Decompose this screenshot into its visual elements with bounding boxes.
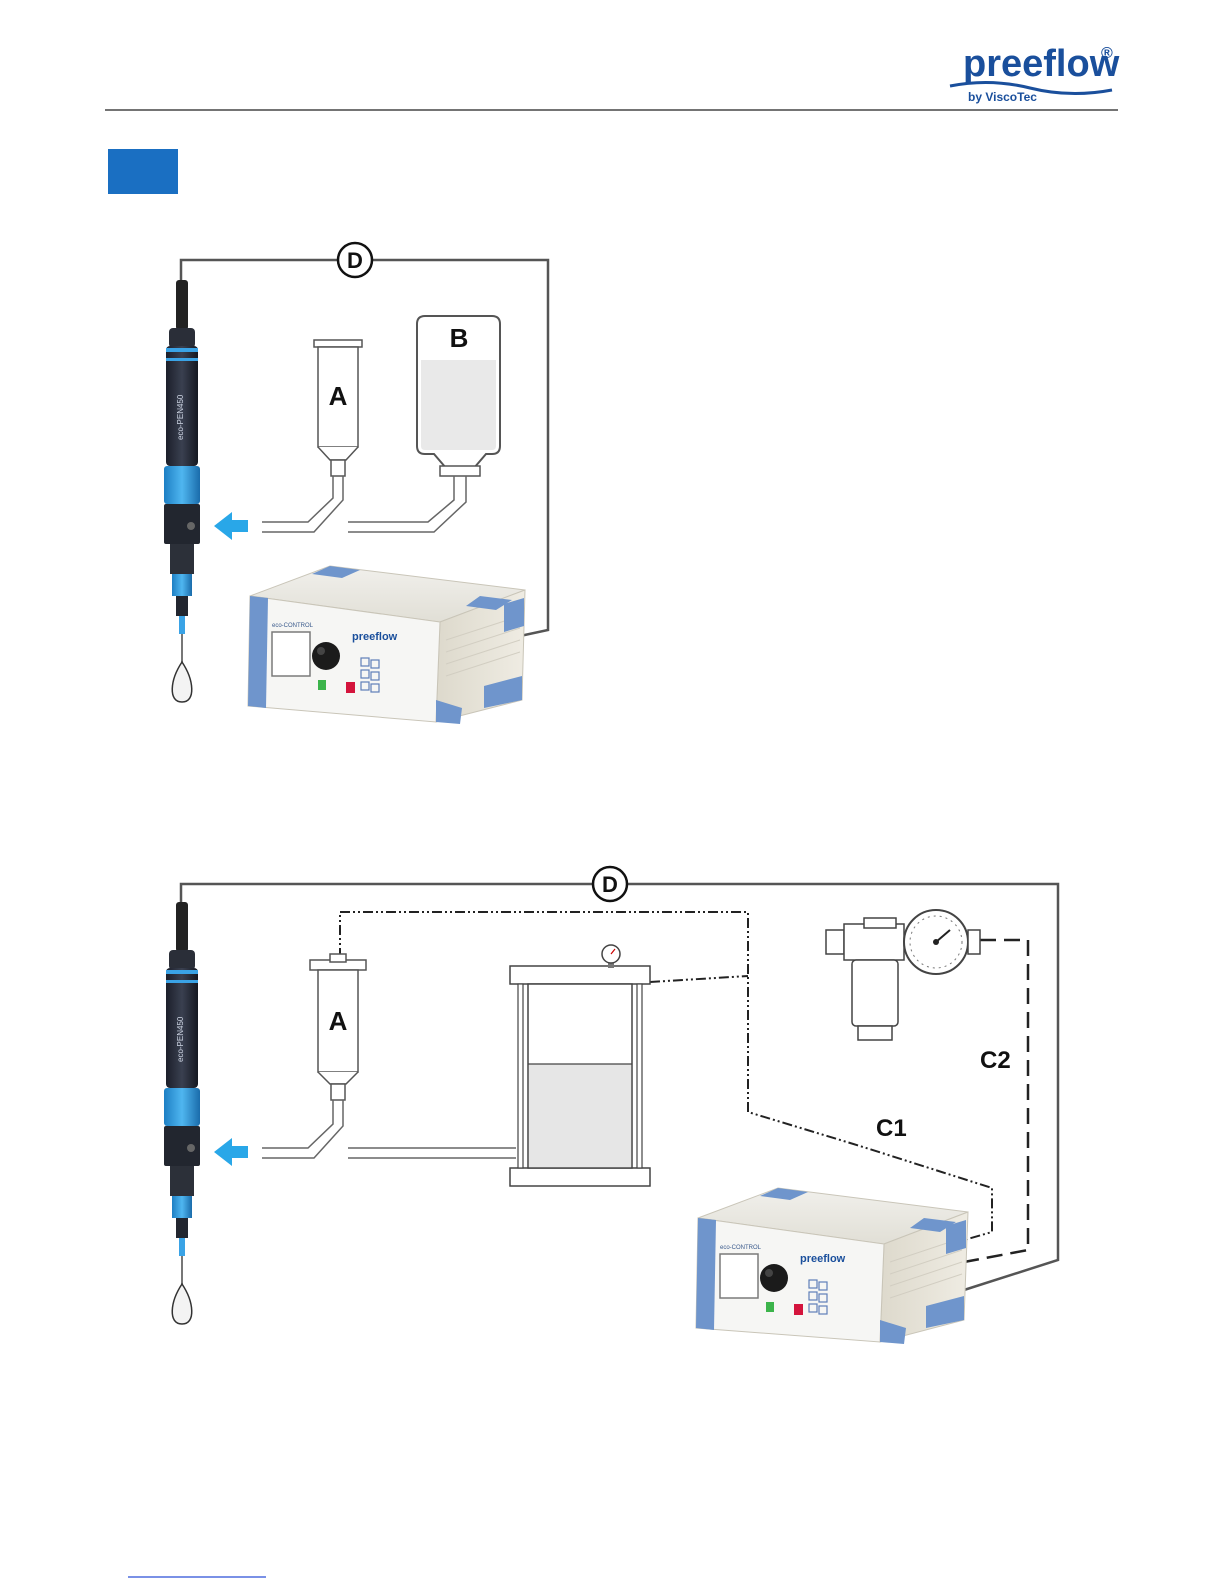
- logo-registered: ®: [1101, 45, 1113, 62]
- hose-a-2: [262, 1100, 343, 1158]
- label-a: A: [329, 381, 348, 411]
- dispenser-pen: eco-PEN450: [164, 280, 200, 702]
- flow-arrow-icon: [214, 512, 248, 540]
- section-marker: [108, 149, 178, 194]
- controller-2: preeflow eco-CONTROL: [696, 1188, 968, 1344]
- air-line-c2: [964, 940, 1028, 1262]
- diagram-1: D eco-PEN450 A: [164, 243, 548, 724]
- label-c2: C2: [980, 1047, 1011, 1074]
- controller-2-model: eco-CONTROL: [720, 1245, 762, 1251]
- controller-1-model: eco-CONTROL: [272, 623, 314, 629]
- controller-1: preeflow eco-CONTROL: [248, 566, 525, 724]
- cartridge-b: B: [417, 316, 500, 476]
- label-d: D: [347, 248, 363, 273]
- pressure-tank: [510, 945, 650, 1186]
- flow-arrow-2-icon: [214, 1138, 248, 1166]
- pressure-regulator: [826, 910, 980, 1040]
- logo: preeflow ® by ViscoTec: [950, 43, 1120, 104]
- logo-text: preeflow: [963, 43, 1120, 85]
- diagram-2: D C1 C2 eco-PEN450: [164, 867, 1058, 1344]
- label-c1: C1: [876, 1115, 907, 1142]
- droplet-2-icon: [172, 1284, 192, 1324]
- syringe-a: A: [314, 340, 362, 476]
- label-d-2: D: [602, 872, 618, 897]
- hose-a: [262, 476, 343, 532]
- logo-subtitle: by ViscoTec: [968, 90, 1037, 104]
- syringe-a-2: A: [310, 954, 366, 1100]
- label-a-2: A: [329, 1006, 348, 1036]
- hose-b: [348, 476, 466, 532]
- label-b: B: [450, 323, 469, 353]
- controller-1-brand: preeflow: [352, 631, 398, 643]
- droplet-icon: [172, 662, 192, 702]
- controller-2-brand: preeflow: [800, 1253, 846, 1265]
- pen-brand-label: eco-PEN450: [176, 394, 185, 440]
- pen-2-brand-label: eco-PEN450: [176, 1016, 185, 1062]
- hose-tank: [348, 1148, 516, 1158]
- dispenser-pen-2: eco-PEN450: [164, 902, 200, 1324]
